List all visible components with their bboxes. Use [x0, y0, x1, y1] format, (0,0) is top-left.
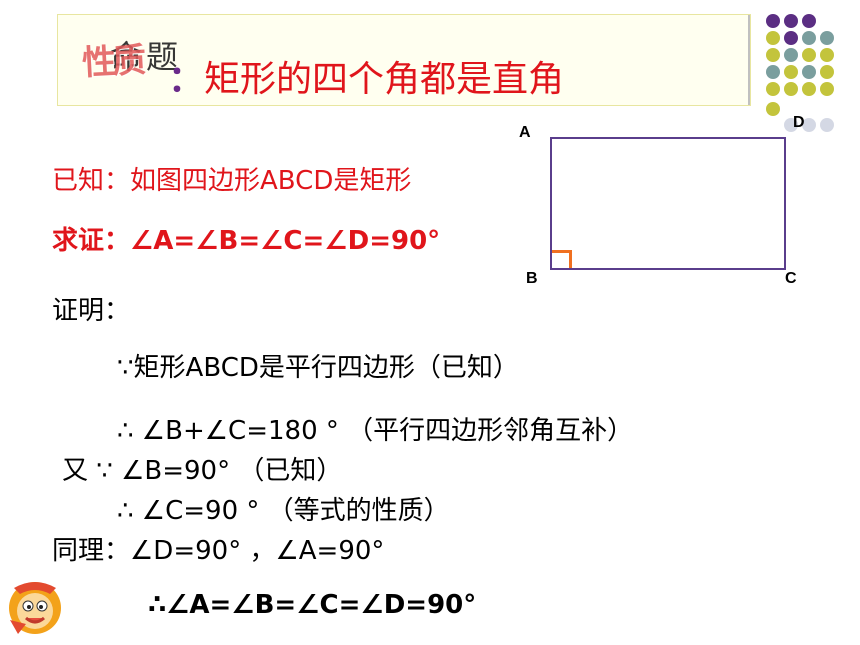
dot-light	[784, 118, 798, 132]
proof-line-3: 又 ∵ ∠B=90° （已知）	[62, 456, 343, 486]
vertex-label-d: D	[793, 114, 805, 131]
dot-light	[802, 118, 816, 132]
dot-olive	[820, 82, 834, 96]
dot-olive	[802, 82, 816, 96]
dot-olive	[784, 65, 798, 79]
proof-line-5: 同理：∠D=90° ，∠A=90°	[52, 536, 385, 566]
dot-purple	[802, 14, 816, 28]
vertex-label-b: B	[526, 270, 538, 287]
dot-teal	[802, 65, 816, 79]
dot-purple	[784, 14, 798, 28]
proof-line-1: ∵矩形ABCD是平行四边形（已知）	[117, 353, 519, 383]
proof-heading: 证明：	[52, 296, 131, 326]
dot-purple	[766, 14, 780, 28]
dot-olive	[766, 31, 780, 45]
vertex-label-a: A	[519, 124, 531, 141]
page-title: ：矩形的四个角都是直角	[168, 50, 564, 102]
given-statement: 已知：如图四边形ABCD是矩形	[52, 166, 412, 196]
dot-olive	[802, 48, 816, 62]
proof-conclusion: ∴∠A=∠B=∠C=∠D=90°	[148, 590, 477, 620]
dot-purple	[784, 31, 798, 45]
dot-teal	[784, 48, 798, 62]
cartoon-monkey-icon	[9, 582, 61, 634]
rectangle-abcd	[550, 137, 786, 270]
dot-olive	[820, 65, 834, 79]
dot-olive	[766, 48, 780, 62]
title-stamp: 性质	[81, 40, 144, 84]
title-box	[57, 14, 751, 106]
title-under-text: 命题	[110, 38, 183, 76]
dot-teal	[766, 65, 780, 79]
proof-line-2: ∴ ∠B+∠C=180 ° （平行四边形邻角互补）	[117, 416, 634, 446]
dot-teal	[802, 31, 816, 45]
dot-olive	[820, 48, 834, 62]
dot-teal	[820, 31, 834, 45]
dot-olive	[766, 82, 780, 96]
dot-light	[820, 118, 834, 132]
title-divider	[748, 15, 750, 105]
vertex-label-c: C	[785, 270, 797, 287]
prove-statement: 求证：∠A=∠B=∠C=∠D=90°	[52, 226, 441, 256]
title-colon: ：	[168, 59, 205, 100]
title-statement: 矩形的四个角都是直角	[204, 59, 565, 100]
decorative-dots	[762, 10, 858, 136]
dot-olive	[766, 102, 780, 116]
right-angle-mark	[552, 250, 572, 268]
proof-line-4: ∴ ∠C=90 ° （等式的性质）	[117, 496, 450, 526]
dot-olive	[784, 82, 798, 96]
